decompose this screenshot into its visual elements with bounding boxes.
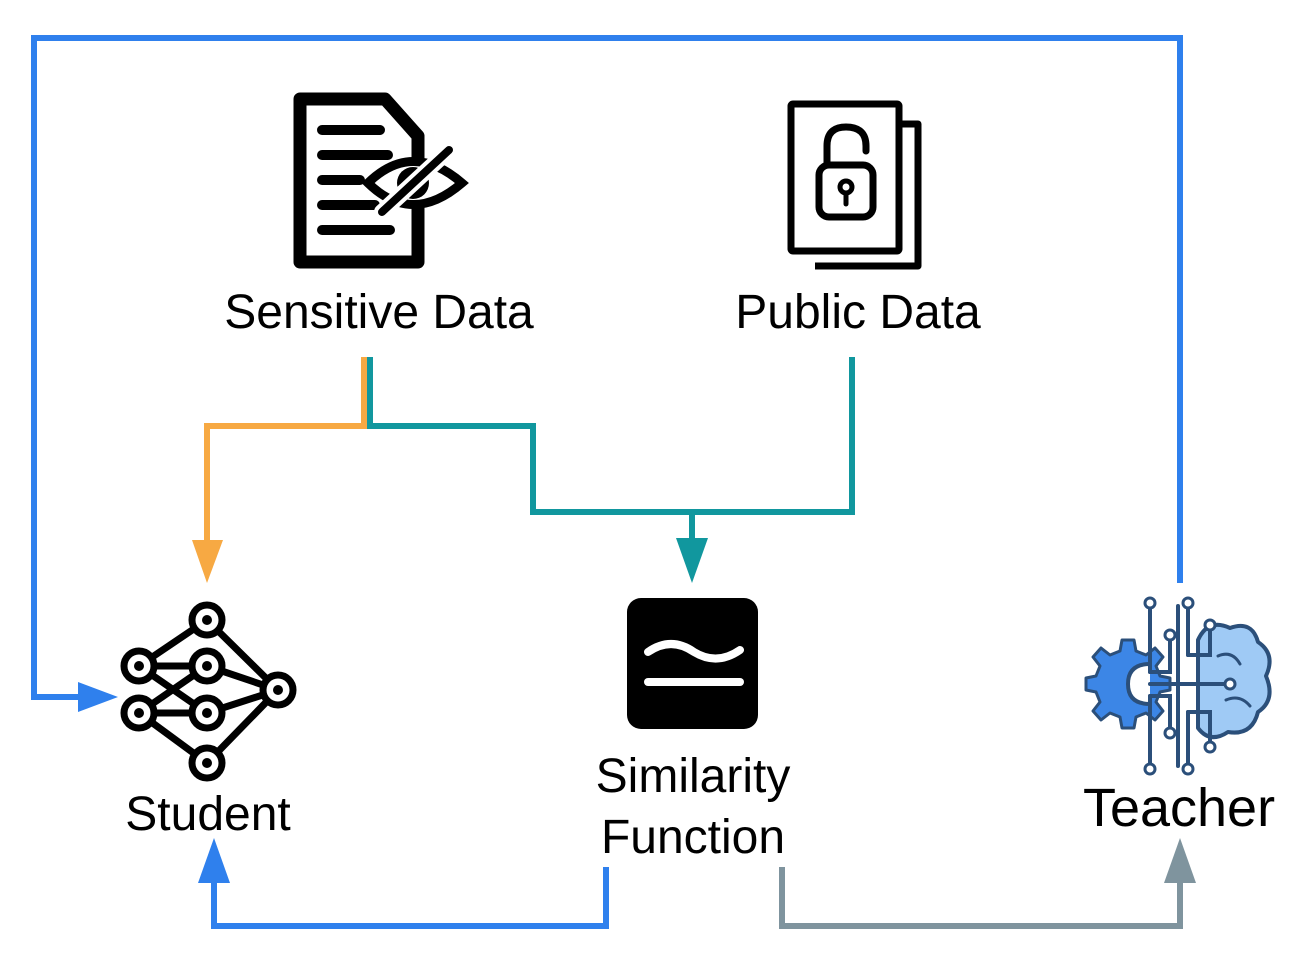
public-data-label: Public Data <box>735 286 981 339</box>
similarity-top-arrowhead <box>676 538 708 583</box>
student-bottom-arrowhead <box>198 838 230 883</box>
similarity-label-line2: Function <box>601 811 785 864</box>
ai-brain-gear-icon <box>1084 596 1272 776</box>
teacher-label: Teacher <box>1083 778 1275 838</box>
teacher-to-student-connector <box>31 35 1183 700</box>
similarity-to-teacher-connector <box>779 867 1183 929</box>
public-to-similarity-connector <box>692 357 855 515</box>
unlocked-document-icon <box>787 100 922 270</box>
teacher-bottom-arrowhead <box>1164 838 1196 883</box>
student-left-arrowhead <box>78 682 118 712</box>
sensitive-to-student-connector <box>204 357 367 545</box>
neural-network-icon <box>120 601 297 782</box>
student-top-arrowhead <box>192 540 223 583</box>
sensitive-to-similarity-connector <box>367 357 695 545</box>
student-label: Student <box>125 788 290 841</box>
approx-equal-icon <box>627 598 758 729</box>
hidden-document-icon <box>293 92 469 269</box>
sensitive-data-label: Sensitive Data <box>224 286 534 339</box>
similarity-to-student-connector <box>211 867 609 929</box>
similarity-label-line1: Similarity <box>596 750 791 803</box>
